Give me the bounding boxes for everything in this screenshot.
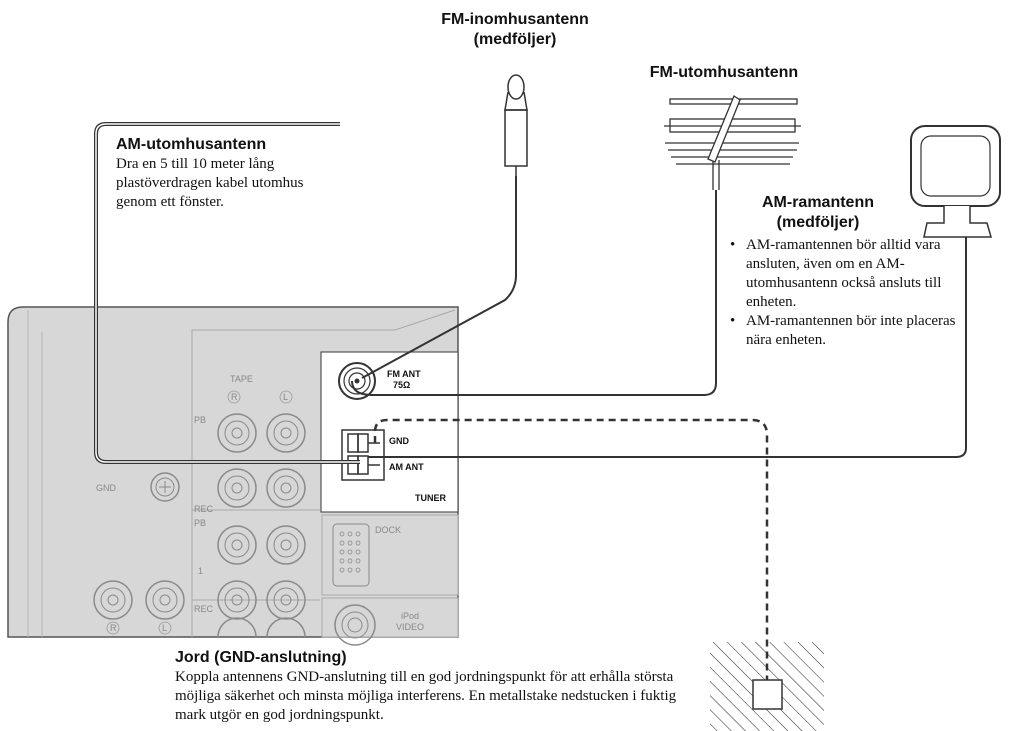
r2-label: R xyxy=(110,623,117,633)
am-outdoor-antenna-title: AM-utomhusantenn xyxy=(116,136,267,153)
l2-label: L xyxy=(162,623,167,633)
ground-callout: Jord (GND-anslutning) Koppla antennens G… xyxy=(175,648,700,725)
rec-label: REC xyxy=(194,504,214,514)
am-ant-label: AM ANT xyxy=(389,462,424,472)
fm-indoor-antenna-label: FM-inomhusantenn (medföljer) xyxy=(441,11,589,48)
fm-outdoor-antenna xyxy=(664,95,801,190)
ipod-video-jack xyxy=(334,604,376,646)
ground-wire xyxy=(373,418,769,680)
am-loop-cable xyxy=(368,237,967,458)
am-outdoor-antenna-desc: Dra en 5 till 10 meter lång plastöverdra… xyxy=(116,156,304,210)
video-label: VIDEO xyxy=(396,622,424,632)
am-loop-antenna xyxy=(910,125,1001,238)
tuner-label: TUNER xyxy=(415,493,446,503)
ipod-label: iPod xyxy=(401,611,419,621)
fm-ant-connector xyxy=(338,362,376,400)
pb-label: PB xyxy=(194,415,206,425)
fm-ant-label: FM ANT xyxy=(387,369,421,379)
fm-indoor-antenna xyxy=(504,74,528,176)
ohm-label: 75Ω xyxy=(393,380,410,390)
ground-title: Jord (GND-anslutning) xyxy=(175,649,347,666)
pb2-label: PB xyxy=(194,518,206,528)
fm-outdoor-cable xyxy=(351,190,717,396)
ground-stake xyxy=(710,642,824,731)
receiver-rear-panel xyxy=(7,306,459,646)
rec2-label: REC xyxy=(194,604,214,614)
am-gnd-terminals xyxy=(341,429,385,481)
fm-indoor-cable xyxy=(361,176,517,379)
gnd-screw-terminal xyxy=(150,472,180,502)
tape-label: TAPE xyxy=(230,374,253,384)
r-label: R xyxy=(231,392,238,402)
l-label: L xyxy=(283,392,288,402)
fm-outdoor-antenna-label: FM-utomhusantenn xyxy=(649,64,799,81)
one-label: 1 xyxy=(198,566,203,576)
dock-label: DOCK xyxy=(375,525,401,535)
ground-desc: Koppla antennens GND-anslutning till en … xyxy=(175,669,677,723)
rca-jacks xyxy=(93,413,306,638)
am-outdoor-antenna-callout: AM-utomhusantenn Dra en 5 till 10 meter … xyxy=(116,135,331,212)
gnd-screw-label: GND xyxy=(96,483,117,493)
am-loop-note: AM-ramantennen bör alltid vara ansluten,… xyxy=(728,236,968,312)
gnd-terminal-label: GND xyxy=(389,436,410,446)
dock-connector xyxy=(332,523,370,587)
am-loop-antenna-label: AM-ramantenn (medföljer) xyxy=(761,194,874,231)
am-loop-note: AM-ramantennen bör inte placeras nära en… xyxy=(728,312,968,350)
am-loop-notes: AM-ramantennen bör alltid vara ansluten,… xyxy=(728,236,968,350)
